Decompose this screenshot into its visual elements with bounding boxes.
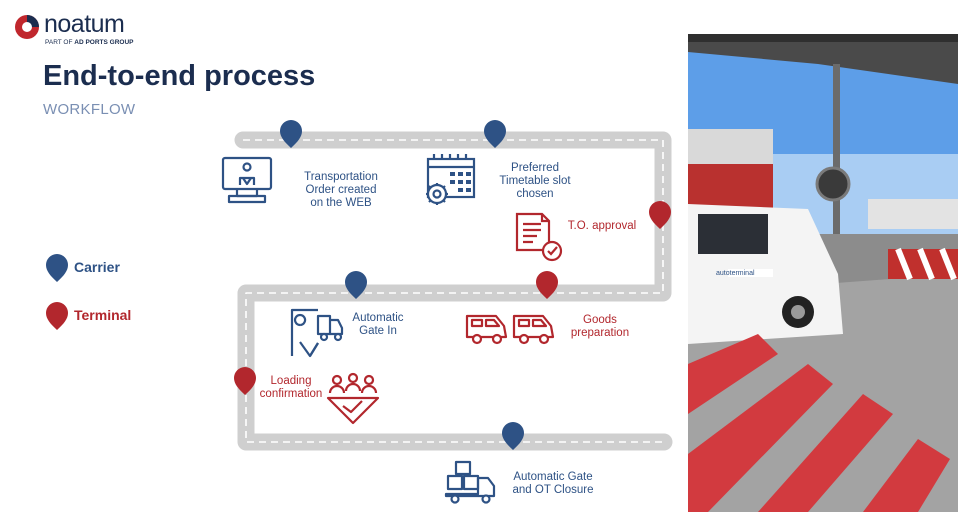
computer-monitor-icon — [221, 156, 273, 204]
logo-wordmark: noatum — [44, 10, 125, 38]
legend-terminal-label: Terminal — [74, 307, 132, 323]
van-branding-text: autoterminal — [716, 270, 755, 277]
team-check-icon — [326, 372, 380, 425]
legend-carrier-pin — [46, 254, 68, 282]
step-gate-in-label: Automatic Gate In — [352, 312, 404, 337]
step-loading-label: Loading confirmation — [259, 375, 323, 400]
page-subtitle: WORKFLOW — [43, 101, 136, 118]
step-transport-order-label: Transportation Order created on the WEB — [304, 171, 378, 209]
step-closure-label: Automatic Gate and OT Closure — [512, 471, 594, 496]
truck-gate-icon — [290, 308, 344, 358]
logo-tagline: PART OF AD PORTS GROUP — [45, 39, 134, 46]
boxes-truck-icon — [444, 460, 496, 504]
page-title: End-to-end process — [43, 60, 316, 92]
step-timetable-label: Preferred Timetable slot chosen — [499, 162, 571, 200]
document-check-icon — [515, 212, 563, 262]
road-path — [234, 131, 673, 451]
step-goods-label: Goods preparation — [570, 314, 630, 339]
legend-carrier-label: Carrier — [74, 259, 120, 275]
calendar-gear-icon — [426, 154, 476, 205]
legend-terminal-pin — [46, 302, 68, 330]
step-approval-label: T.O. approval — [567, 220, 637, 232]
terminal-gate-photo-image — [688, 34, 958, 512]
noatum-logo-icon — [15, 15, 39, 39]
terminal-gate-photo: autoterminal — [688, 34, 958, 512]
vans-icon — [465, 314, 555, 345]
noatum-logo: noatum PART OF AD PORTS GROUP — [10, 10, 140, 50]
